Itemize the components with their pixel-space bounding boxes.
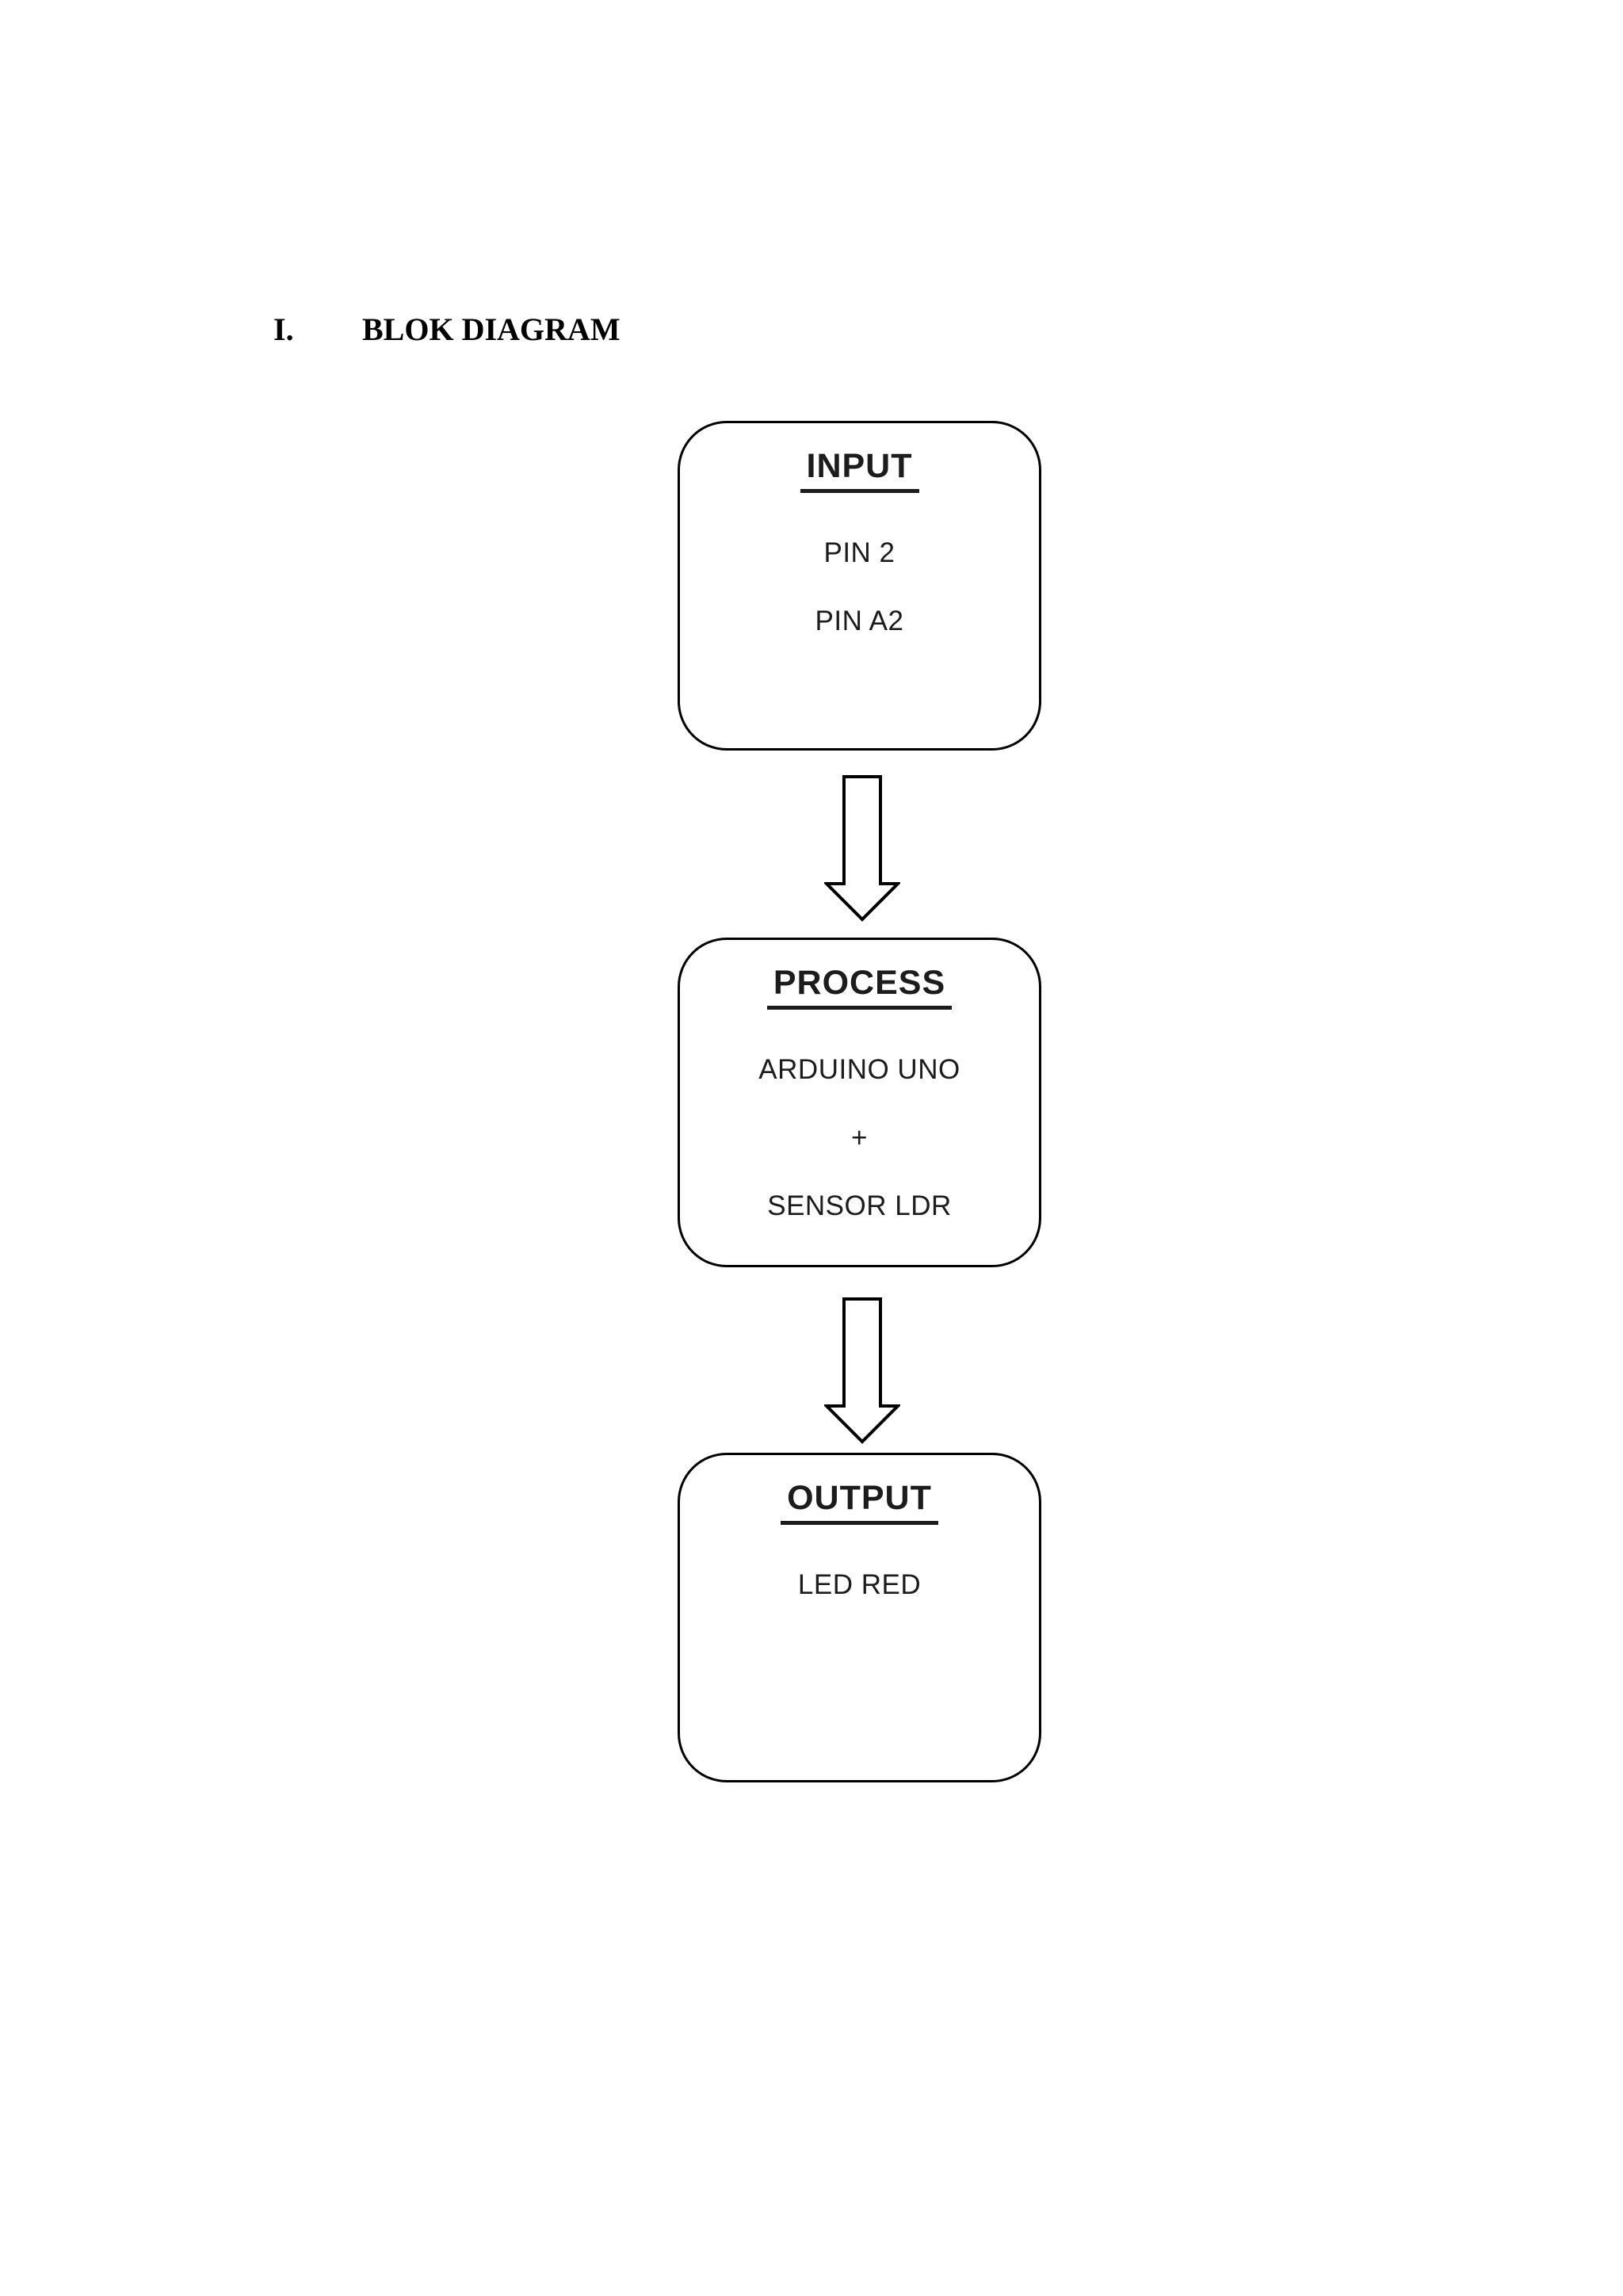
down-arrow-icon [824,775,900,922]
block-process-lines: ARDUINO UNO + SENSOR LDR [680,1036,1039,1240]
section-heading: I. BLOK DIAGRAM [273,311,621,349]
block-input-lines: PIN 2 PIN A2 [680,519,1039,655]
block-output-title: OUTPUT [781,1481,938,1525]
block-process: PROCESS ARDUINO UNO + SENSOR LDR [678,938,1041,1267]
block-output: OUTPUT LED RED [678,1453,1041,1782]
block-line: LED RED [797,1569,922,1600]
block-input-title: INPUT [800,449,919,493]
block-line: + [851,1122,868,1153]
down-arrow-icon [824,1297,900,1444]
block-line: PIN 2 [823,537,896,568]
block-input: INPUT PIN 2 PIN A2 [678,421,1041,751]
block-line: ARDUINO UNO [758,1054,960,1085]
block-output-lines: LED RED [680,1551,1039,1619]
page-title: BLOK DIAGRAM [362,311,621,347]
block-process-title: PROCESS [766,966,953,1010]
block-line: SENSOR LDR [767,1190,952,1221]
section-numeral: I. [273,311,294,347]
block-line: PIN A2 [815,606,904,636]
